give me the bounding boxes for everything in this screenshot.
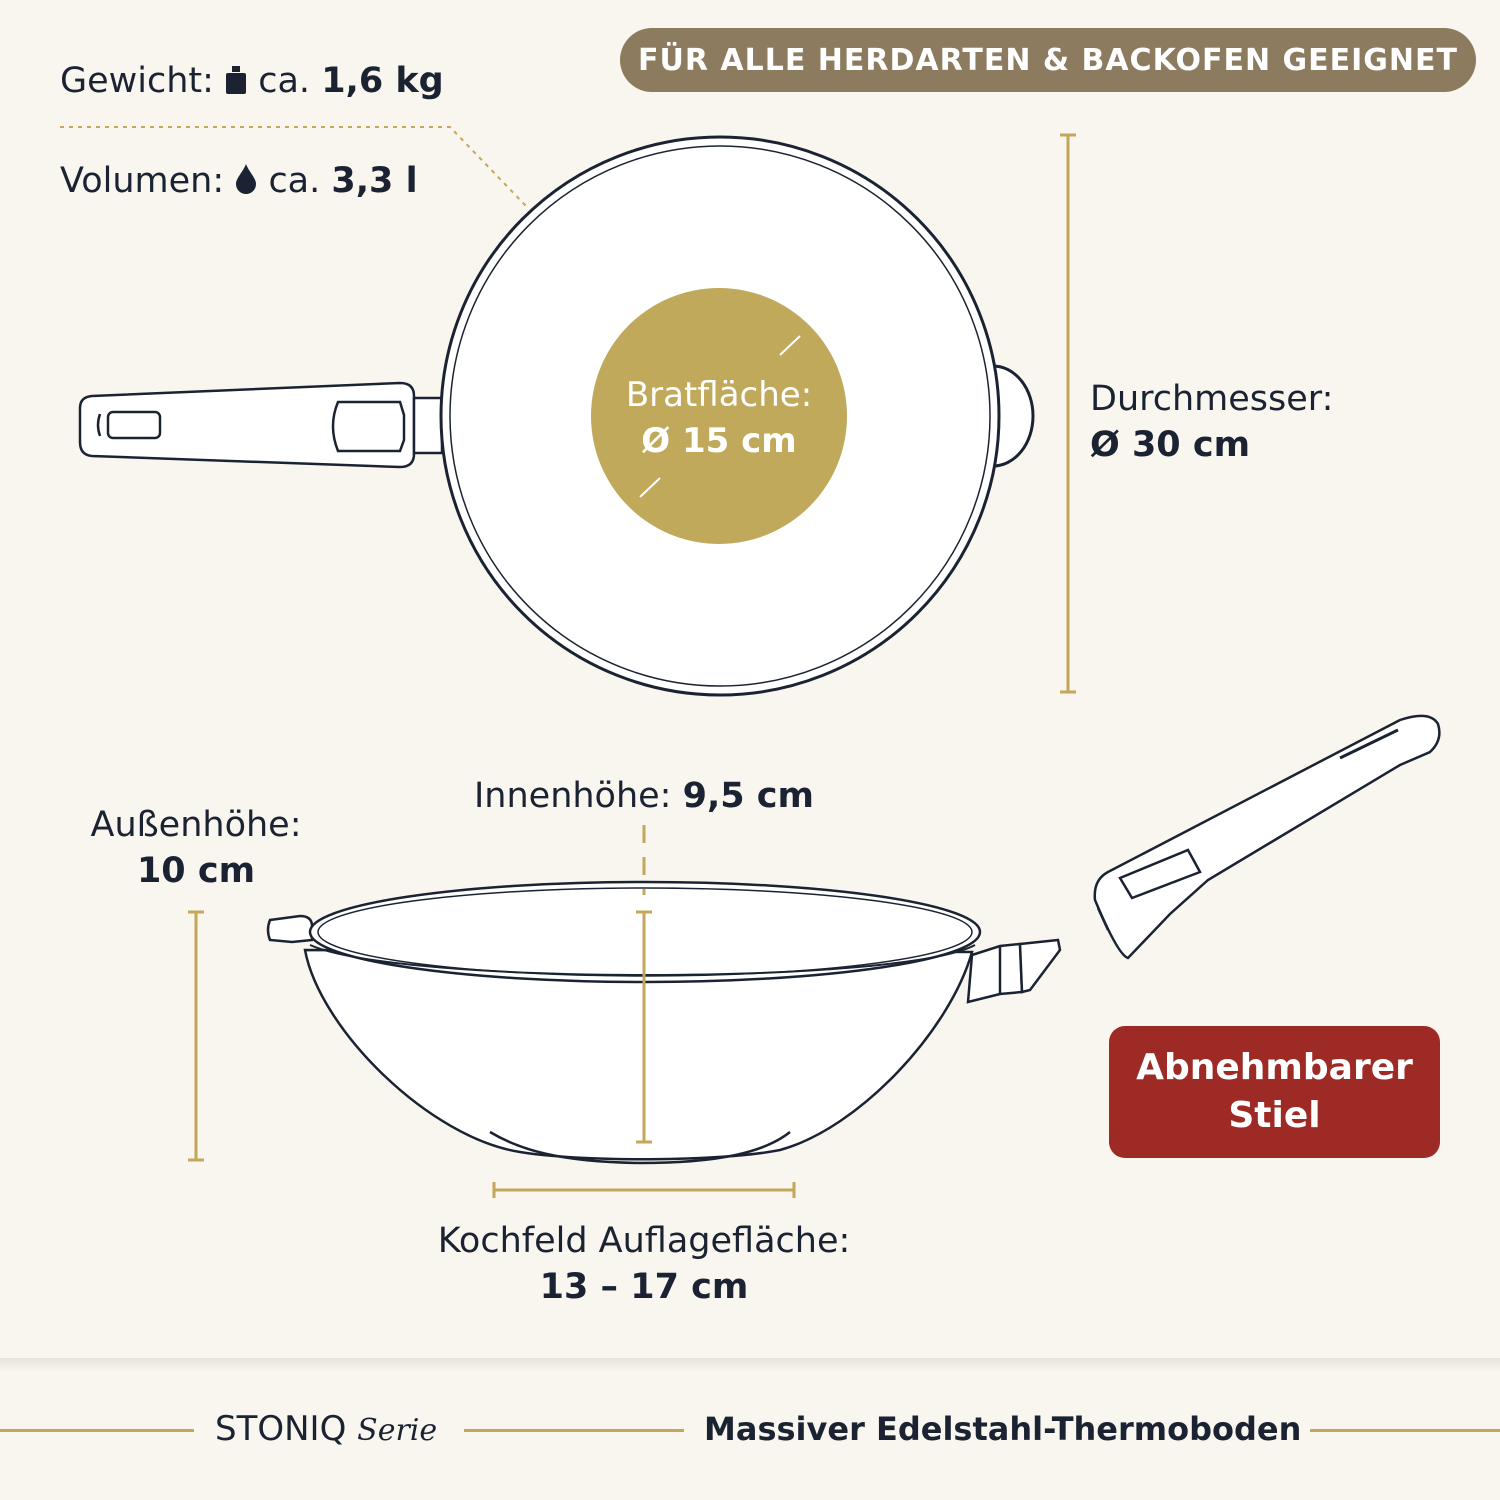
- suitability-banner-text: FÜR ALLE HERDARTEN & BACKOFEN GEEIGNET: [638, 42, 1458, 78]
- outer-height-label: Außenhöhe: 10 cm: [90, 805, 302, 891]
- weight-icon: [226, 66, 247, 94]
- detachable-handle-badge: Abnehmbarer Stiel: [1109, 1026, 1440, 1158]
- footer-rule-middle: [464, 1429, 684, 1432]
- footer: STONIQ Serie Massiver Edelstahl-Thermobo…: [0, 1358, 1500, 1500]
- series-name: STONIQ Serie: [215, 1409, 438, 1449]
- detached-handle: [1093, 714, 1441, 960]
- top-view-handle: [78, 381, 444, 469]
- inner-height-label: Innenhöhe: 9,5 cm: [473, 776, 815, 816]
- drop-icon: [236, 164, 257, 194]
- outer-height-dimension: [188, 910, 204, 1162]
- footer-rule-left: [0, 1429, 194, 1432]
- hob-contact-dimension: [492, 1182, 796, 1198]
- footer-rule-right: [1310, 1429, 1500, 1432]
- badge-line-2: Stiel: [1228, 1095, 1321, 1136]
- footer-tagline: Massiver Edelstahl-Thermoboden: [704, 1410, 1302, 1448]
- weight-label: Gewicht: ca. 1,6 kg: [60, 61, 444, 101]
- hob-contact-label: Kochfeld Auflagefläche: 13 – 17 cm: [437, 1221, 851, 1307]
- inner-height-dimension: [636, 825, 652, 1144]
- suitability-banner: FÜR ALLE HERDARTEN & BACKOFEN GEEIGNET: [620, 28, 1476, 92]
- badge-line-1: Abnehmbarer: [1136, 1047, 1413, 1088]
- diameter-dimension: [1060, 133, 1076, 694]
- side-view-pan: [266, 880, 1062, 1165]
- frying-surface-label: Bratfläche: Ø 15 cm: [625, 375, 813, 461]
- diameter-label: Durchmesser: Ø 30 cm: [1090, 379, 1334, 465]
- volume-label: Volumen: ca. 3,3 l: [60, 161, 418, 201]
- leader-line: [60, 126, 527, 207]
